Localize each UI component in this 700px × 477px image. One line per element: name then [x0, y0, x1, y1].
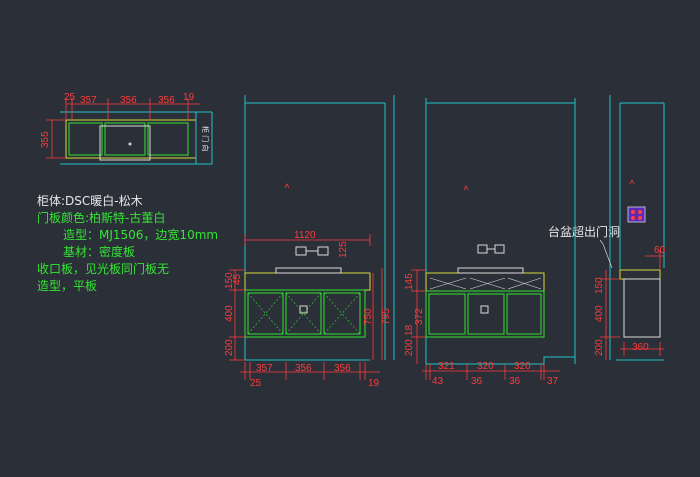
side-dim-400: 400 — [594, 305, 605, 322]
note-style: 造型：MJ1506，边宽10mm — [63, 227, 218, 242]
front-dim-750: 750 — [363, 308, 374, 325]
plan-side-label: 柜 门 向 — [201, 126, 210, 151]
front-dim-200: 200 — [224, 339, 235, 356]
side-elevation: 60 150 400 200 360 — [594, 95, 666, 361]
front-dim-25: 25 — [250, 378, 262, 389]
note-door-color: 门板颜色:柏斯特-古董白 — [37, 210, 165, 225]
front-dim-356b: 356 — [334, 363, 351, 374]
side-countertop — [619, 269, 661, 280]
plan-dim-355: 355 — [40, 131, 51, 148]
front-door-3 — [323, 292, 361, 335]
plan-dim-356b: 356 — [158, 95, 175, 106]
front-cabinet — [244, 289, 366, 338]
notes: 柜体:DSC暖白-松木 门板颜色:柏斯特-古董白 造型：MJ1506，边宽10m… — [37, 193, 620, 293]
back-faucet-right — [494, 244, 505, 254]
front-dim-150: 150 — [224, 272, 235, 289]
front-faucet-right — [317, 246, 329, 256]
plan-dim-25: 25 — [64, 92, 76, 103]
front-dim-356a: 356 — [295, 363, 312, 374]
plan-basin — [99, 125, 151, 161]
side-dim-360: 360 — [632, 342, 649, 353]
back-elevation: 145 372 18 200 321 320 320 43 36 36 37 — [404, 98, 576, 387]
side-dim-150: 150 — [594, 277, 605, 294]
side-dim-60: 60 — [654, 245, 666, 256]
back-dim-320b: 320 — [514, 361, 531, 372]
front-dim-45: 45 — [232, 273, 243, 285]
back-dim-200: 200 — [404, 339, 415, 356]
back-dim-36b: 36 — [509, 376, 521, 387]
note-edge-1: 收口板，见光板同门板无 — [37, 261, 169, 276]
plan-dim-357: 357 — [80, 95, 97, 106]
front-faucet-left — [295, 246, 307, 256]
back-dim-145: 145 — [404, 273, 415, 290]
front-door-1 — [247, 292, 284, 335]
front-dim-795: 795 — [381, 308, 392, 325]
note-base: 基材：密度板 — [63, 244, 135, 259]
front-door-2 — [285, 292, 322, 335]
back-dim-18: 18 — [404, 324, 415, 336]
back-faucet-left — [477, 244, 488, 254]
back-dim-320a: 320 — [477, 361, 494, 372]
front-dim-1120: 1120 — [294, 230, 316, 241]
front-dim-357: 357 — [256, 363, 273, 374]
plan-dim-356a: 356 — [120, 95, 137, 106]
note-basin: 台盆超出门洞 — [548, 224, 620, 239]
side-cabinet — [623, 278, 661, 338]
front-dim-125: 125 — [338, 241, 349, 258]
side-dim-200: 200 — [594, 339, 605, 356]
front-elevation: 1120 125 45 150 400 200 750 795 357 356 … — [224, 95, 395, 389]
front-dim-19: 19 — [368, 378, 380, 389]
plan-dim-19: 19 — [183, 92, 195, 103]
back-dim-43: 43 — [432, 376, 444, 387]
back-dim-36a: 36 — [471, 376, 483, 387]
back-dim-37: 37 — [547, 376, 559, 387]
front-dim-400: 400 — [224, 305, 235, 322]
front-countertop — [244, 272, 371, 291]
note-edge-2: 造型，平板 — [37, 279, 97, 293]
back-dim-372: 372 — [414, 308, 425, 325]
note-cabinet: 柜体:DSC暖白-松木 — [37, 193, 143, 208]
back-dim-321: 321 — [438, 361, 455, 372]
back-cabinet — [425, 290, 545, 338]
plan-view: 25 357 356 356 19 355 柜 门 向 — [40, 92, 213, 165]
side-switch-icon — [627, 206, 646, 223]
